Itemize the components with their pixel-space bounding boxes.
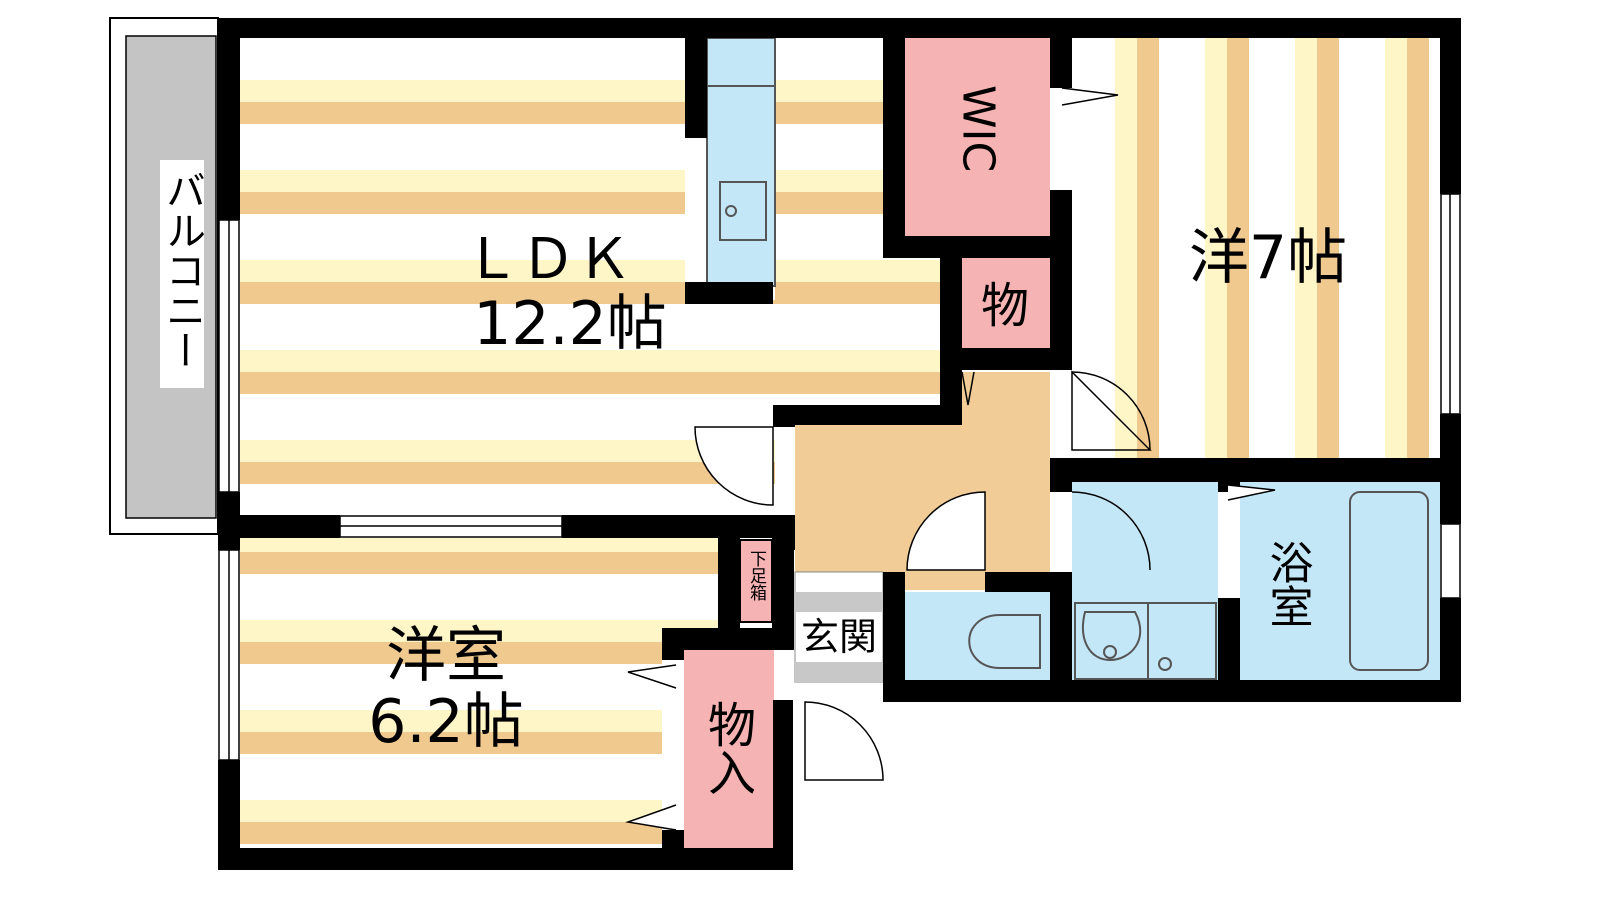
walk-in-closet bbox=[905, 38, 1050, 236]
toilet-room bbox=[905, 592, 1050, 682]
western-7-label: 洋7帖 bbox=[1189, 223, 1347, 293]
shoe-box bbox=[739, 539, 773, 623]
western-6-label: 洋室 bbox=[386, 621, 506, 691]
kitchen-counter bbox=[706, 37, 776, 287]
shoe-box-label: 下足箱 bbox=[746, 550, 767, 601]
western-room-7-floor bbox=[1072, 38, 1440, 458]
entrance-label: 玄関 bbox=[801, 615, 877, 659]
storage-small-label: 物 bbox=[981, 278, 1029, 334]
closet-label: 物入 bbox=[699, 700, 755, 796]
hall bbox=[795, 372, 1050, 590]
western-room-6-floor bbox=[240, 538, 718, 848]
western-6-size: 6.2帖 bbox=[368, 687, 523, 757]
balcony bbox=[109, 17, 219, 535]
wic-label: WIC bbox=[953, 85, 1004, 172]
balcony-label: バルコニー bbox=[159, 170, 205, 370]
step-lower bbox=[795, 662, 883, 682]
step bbox=[795, 592, 883, 612]
bathroom bbox=[1240, 482, 1440, 682]
ldk-label: ＬＤＫ bbox=[464, 227, 632, 292]
ldk-size: 12.2帖 bbox=[473, 289, 667, 359]
ldk-floor bbox=[240, 38, 940, 515]
washroom bbox=[1072, 482, 1218, 682]
storage-small bbox=[962, 258, 1050, 348]
closet bbox=[684, 650, 774, 848]
openings bbox=[218, 87, 1461, 831]
bath-label: 浴室 bbox=[1262, 540, 1313, 628]
walls bbox=[218, 18, 1461, 870]
